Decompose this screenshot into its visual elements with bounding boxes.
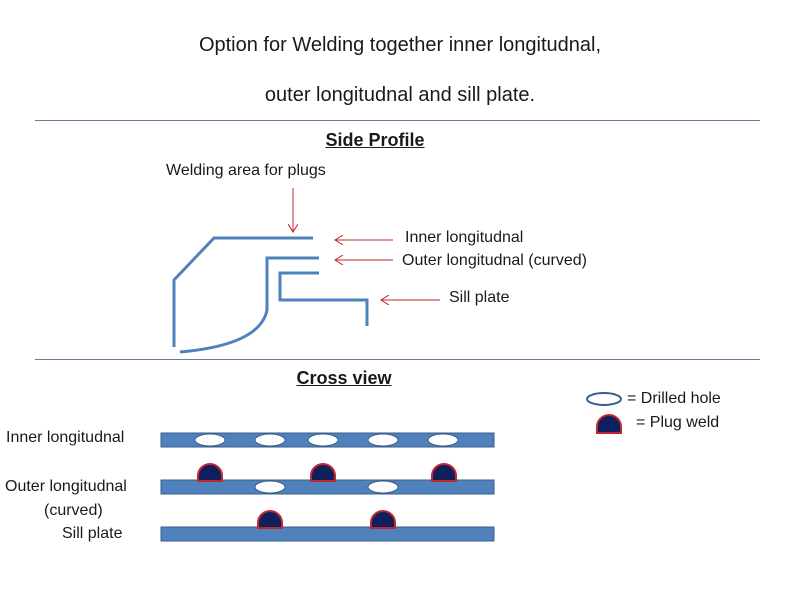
label-sill-plate: Sill plate (449, 289, 510, 306)
separator-top (35, 120, 760, 121)
drilled-hole (307, 433, 339, 447)
inner-longitudnal-profile (172, 236, 313, 347)
drilled-hole (254, 433, 286, 447)
plug-weld (310, 463, 336, 482)
title-line-2: outer longitudnal and sill plate. (264, 84, 536, 106)
side-profile-heading: Side Profile (325, 130, 425, 150)
plug-weld (257, 510, 283, 529)
label-outer-longitudnal: Outer longitudnal (curved) (402, 252, 587, 269)
sill-plate-profile (278, 271, 369, 326)
outer-longitudnal-plate (160, 479, 495, 495)
row-label-outer-1: Outer longitudnal (5, 478, 127, 495)
drilled-hole (427, 433, 459, 447)
row-label-outer-2: (curved) (44, 502, 103, 519)
sill-plate-plate (160, 526, 495, 542)
drilled-hole (254, 480, 286, 494)
drilled-hole (194, 433, 226, 447)
outer-longitudnal-profile (179, 256, 319, 354)
plug-weld (197, 463, 223, 482)
separator-middle (35, 359, 760, 360)
row-label-inner: Inner longitudnal (6, 429, 125, 446)
cross-view-heading: Cross view (296, 368, 392, 388)
welding-area-label: Welding area for plugs (166, 162, 326, 179)
plug-weld (431, 463, 457, 482)
title-line-1: Option for Welding together inner longit… (198, 34, 602, 56)
legend-plug-weld-label: = Plug weld (636, 414, 720, 431)
drilled-hole (367, 433, 399, 447)
legend-drilled-hole-label: = Drilled hole (627, 390, 721, 407)
label-inner-longitudnal: Inner longitudnal (405, 229, 524, 246)
legend-plug-weld-icon (596, 414, 622, 434)
row-label-sill: Sill plate (62, 525, 123, 542)
drilled-hole (367, 480, 399, 494)
legend-drilled-hole-icon (586, 392, 622, 406)
plug-weld (370, 510, 396, 529)
